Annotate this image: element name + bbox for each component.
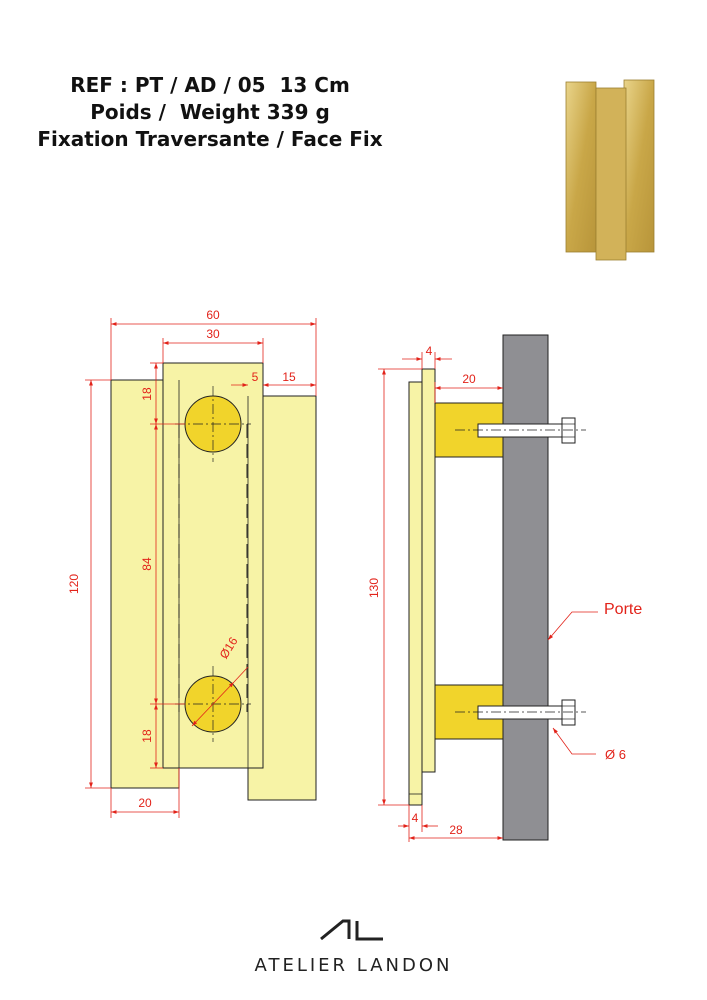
dim-height-120: 120 [67, 574, 81, 594]
front-view-dimension-labels: 60 30 5 15 120 18 84 18 20 Ø16 [67, 308, 296, 810]
dim-bottom-20: 20 [138, 796, 152, 810]
front-view-dimensions [85, 318, 317, 818]
dim-offset-15: 15 [282, 370, 296, 384]
dim-thickness-bottom: 4 [412, 811, 419, 825]
dim-height-130: 130 [367, 578, 381, 598]
dim-depth: 28 [449, 823, 463, 837]
reference-line: REF : PT / AD / 05 13 Cm [70, 73, 350, 97]
side-view-dimensions [378, 352, 598, 842]
fixing-line: Fixation Traversante / Face Fix [37, 127, 383, 151]
brand-name: ATELIER LANDON [254, 955, 453, 976]
weight-line: Poids / Weight 339 g [90, 100, 330, 124]
bottom-screw [455, 699, 586, 726]
side-view-dimension-labels: 4 20 130 4 28 Porte Ø 6 [367, 344, 642, 837]
door-label: Porte [604, 601, 642, 618]
side-view [408, 334, 586, 841]
dim-spacing-84: 84 [140, 557, 154, 571]
brass-handle-photo [565, 79, 655, 261]
dim-offset-5: 5 [252, 370, 259, 384]
dim-top-18: 18 [140, 387, 154, 401]
al-logo-icon [320, 919, 383, 941]
dim-width-total: 60 [206, 308, 220, 322]
front-view [110, 362, 317, 801]
handle-inner-plate [421, 368, 436, 773]
screw-diameter-label: Ø 6 [605, 747, 626, 762]
dim-width-center: 30 [206, 327, 220, 341]
dim-bottom-18: 18 [140, 729, 154, 743]
door-section [502, 334, 549, 841]
dim-thickness-top: 4 [426, 344, 433, 358]
dim-standoff: 20 [462, 372, 476, 386]
top-screw [455, 417, 586, 444]
product-header: REF : PT / AD / 05 13 Cm Poids / Weight … [0, 72, 420, 153]
handle-outer-plate [408, 381, 423, 806]
